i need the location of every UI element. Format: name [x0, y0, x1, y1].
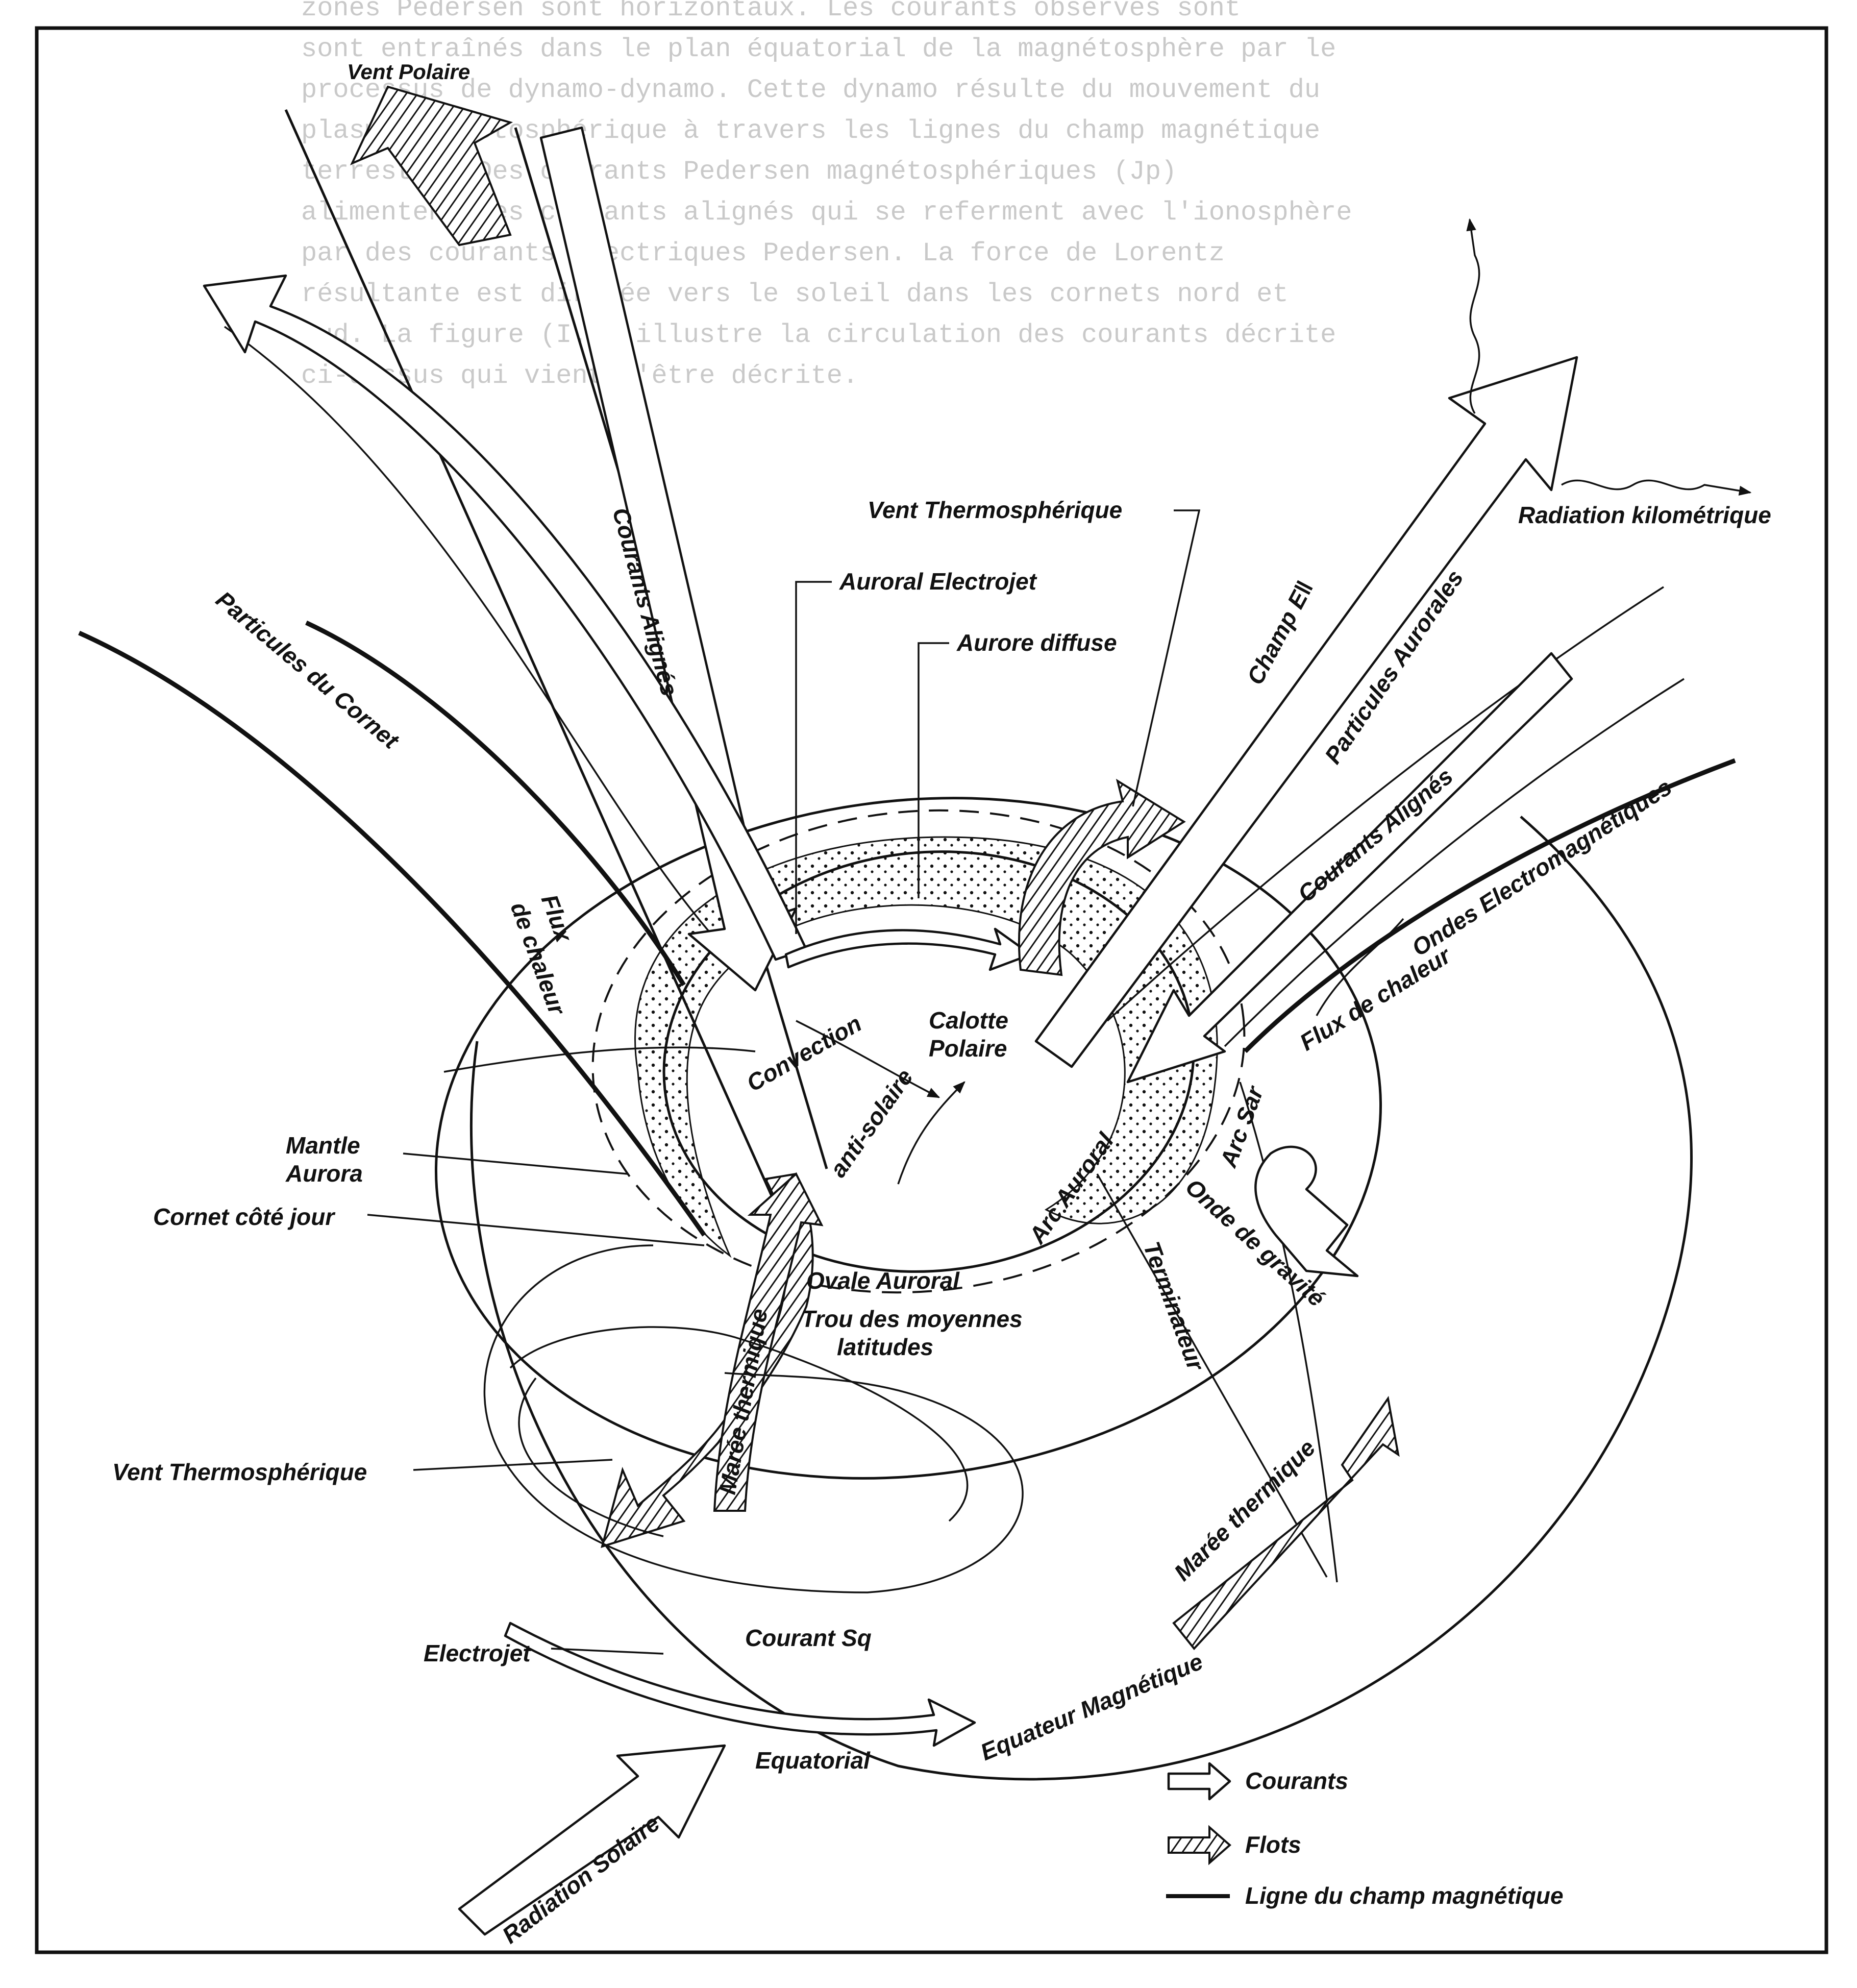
terminator-line: [1096, 1173, 1328, 1578]
leader-mantle: [403, 1152, 628, 1175]
onde-gravite-arrow: [1254, 1145, 1359, 1278]
label-courants-alignes-right: Courants Alignés: [1293, 763, 1458, 907]
convection-arrow: [796, 1020, 940, 1098]
label-flux-chaleur-right: Flux de chaleur: [1295, 941, 1456, 1056]
leader-aurore-diffuse: [918, 642, 949, 898]
leader-cornet-jour: [367, 1214, 705, 1246]
sq-loop-inner-2: [518, 1377, 664, 1537]
auroral-electrojet-arrow: [784, 927, 1032, 971]
sq-loop-outer: [483, 1244, 1024, 1593]
globe-outline: [470, 816, 1693, 1781]
bg-line-8: résultante est dirigée vers le soleil da…: [301, 279, 1289, 309]
label-mantle-2: Aurora: [285, 1160, 363, 1187]
label-mantle-1: Mantle: [286, 1132, 360, 1159]
bg-line-3: processus de dynamo-dynamo. Cette dynamo…: [301, 75, 1320, 105]
vent-thermospherique-top-arrow: [1018, 778, 1186, 976]
label-courant-sq: Courant Sq: [745, 1625, 872, 1651]
auroral-oval-band: [634, 836, 1218, 1258]
label-arc-sar: Arc Sar: [1215, 1082, 1269, 1171]
label-cornet-cote-jour: Cornet côté jour: [153, 1204, 335, 1230]
upward-current-left-arrow: [203, 274, 808, 961]
label-equatorial: Equatorial: [755, 1747, 871, 1774]
ionosphere-ring: [434, 797, 1382, 1480]
maree-thermique-left-arrow: [713, 1172, 824, 1512]
label-maree-thermique-left: Marée thermique: [714, 1307, 773, 1496]
field-line-4: [1106, 586, 1664, 1022]
label-terminateur: Terminateur: [1138, 1238, 1210, 1375]
figure-frame: [35, 26, 1828, 1954]
label-ovale-auroral: Ovale Auroral: [806, 1267, 960, 1294]
anti-solaire-arrow: [897, 1081, 965, 1185]
label-ondes-electromagnetiques: Ondes Electromagnétiques: [1407, 773, 1676, 961]
label-anti-solaire: anti-solaire: [825, 1064, 918, 1182]
bg-line-7: par des courants électriques Pedersen. L…: [301, 238, 1225, 268]
field-line-ondes: [1243, 758, 1736, 1053]
courants-alignes-right-arrow: [1126, 652, 1573, 1084]
legend-field-line-label: Ligne du champ magnétique: [1245, 1882, 1564, 1909]
field-line-1: [284, 109, 798, 1251]
sq-loops: [443, 1020, 1024, 1593]
field-line-3: [224, 326, 731, 955]
label-electrojet: Electrojet: [424, 1640, 531, 1666]
radiation-solaire-arrow: [458, 1744, 726, 1936]
label-convection: Convection: [742, 1010, 866, 1096]
wave-right: [1561, 479, 1752, 496]
wave-up: [1466, 218, 1480, 414]
label-aurore-diffuse: Aurore diffuse: [956, 629, 1117, 656]
bg-line-2: sont entraînés dans le plan équatorial d…: [301, 34, 1336, 64]
legend-courants-label: Courants: [1245, 1768, 1348, 1794]
leader-vent-thermo-left: [413, 1459, 613, 1471]
label-trou-moyennes-2: latitudes: [837, 1334, 933, 1360]
legend-courants-symbol: [1167, 1762, 1231, 1801]
label-vent-polaire: Vent Polaire: [347, 60, 470, 84]
field-lines: [78, 109, 1736, 1251]
label-trou-moyennes-1: Trou des moyennes: [801, 1306, 1023, 1332]
sq-loop-inner: [509, 1326, 969, 1522]
label-maree-thermique-right: Marée thermique: [1169, 1434, 1320, 1586]
field-line-cornet-outer: [78, 630, 706, 1237]
flux-chaleur-wave: [1316, 918, 1404, 1016]
field-line-5: [1224, 678, 1685, 1047]
label-radiation-kilometrique: Radiation kilométrique: [1518, 502, 1771, 528]
vent-polaire-arrow: [350, 85, 513, 247]
bg-line-9: sud. La figure (I.2) illustre la circula…: [301, 320, 1336, 350]
label-calotte-1: Calotte: [929, 1007, 1008, 1034]
field-line-cornet: [305, 620, 686, 987]
legend-flots-symbol: [1168, 1825, 1232, 1866]
bg-line-1: zones Pedersen sont horizontaux. Les cou…: [301, 0, 1241, 23]
current-arrows: [203, 126, 1578, 1936]
leader-lines: [367, 509, 1201, 1655]
radiation-waves: [1316, 218, 1752, 1016]
convection-line-left: [443, 1046, 756, 1073]
legend-flots-label: Flots: [1245, 1831, 1301, 1858]
leader-electrojet: [551, 1648, 664, 1655]
maree-thermique-right-arrow: [1172, 1395, 1400, 1651]
leader-auroral-electrojet: [795, 581, 832, 934]
label-calotte-2: Polaire: [929, 1035, 1007, 1062]
label-vent-thermospherique-top: Vent Thermosphérique: [868, 497, 1122, 523]
flow-arrows: [350, 85, 1400, 1651]
label-auroral-electrojet: Auroral Electrojet: [839, 568, 1037, 595]
label-vent-thermospherique-left: Vent Thermosphérique: [112, 1459, 367, 1485]
upward-current-right-arrow: [1034, 356, 1578, 1068]
label-equateur-magnetique: Equateur Magnétique: [977, 1648, 1207, 1766]
leader-vent-thermo: [1132, 509, 1201, 807]
legend: Courants Flots Ligne du champ magnétique: [1166, 1762, 1564, 1909]
equatorial-electrojet-arrow: [504, 1622, 976, 1747]
